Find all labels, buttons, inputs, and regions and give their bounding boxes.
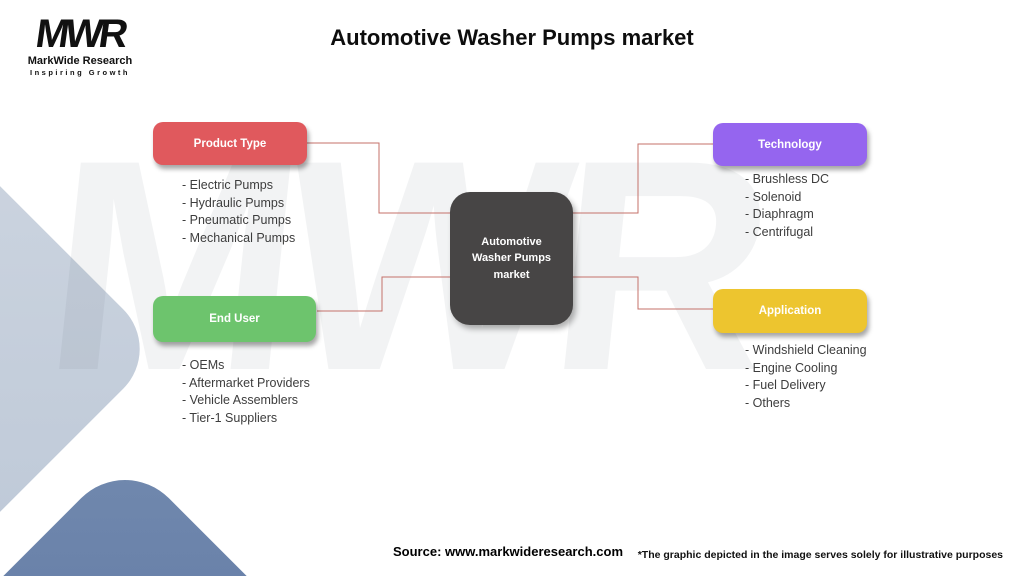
list-item: - Brushless DC [745, 172, 830, 186]
branch-box-product-type: Product Type [153, 122, 307, 165]
list-item: - Windshield Cleaning [745, 343, 867, 357]
source-text: Source: www.markwideresearch.com [393, 544, 624, 559]
list-item: - Hydraulic Pumps [182, 195, 285, 210]
branch-box-end-user: End User [153, 296, 316, 342]
list-item: - Engine Cooling [745, 360, 838, 375]
disclaimer-text: *The graphic depicted in the image serve… [637, 549, 1003, 561]
branch-box-application: Application [713, 289, 867, 333]
logo-tagline: Inspiring Growth [30, 68, 130, 77]
list-item: - Others [745, 395, 791, 410]
branch-box-technology: Technology [713, 123, 867, 166]
list-item: - Diaphragm [745, 207, 814, 222]
list-item: - Electric Pumps [182, 178, 273, 192]
page-title: Automotive Washer Pumps market [330, 25, 694, 50]
list-item: - Pneumatic Pumps [182, 213, 292, 228]
branch-label-end-user: End User [209, 313, 260, 325]
list-item: - OEMs [182, 358, 225, 372]
decor-diamond-blue [0, 454, 411, 576]
list-item: - Tier-1 Suppliers [182, 410, 278, 425]
branch-label-application: Application [758, 305, 822, 317]
list-item: - Centrifugal [745, 224, 814, 239]
center-node: Automotive Washer Pumps market [450, 192, 573, 325]
logo: MWR MarkWide Research Inspiring Growth [20, 12, 140, 77]
branch-label-product-type: Product Type [193, 137, 267, 150]
branch-list-product-type: - Electric Pumps - Hydraulic Pumps - Pneum… [182, 177, 295, 247]
list-item: - Fuel Delivery [745, 378, 826, 393]
branch-list-end-user: - OEMs - Aftermarket Providers - Vehicle A… [182, 357, 310, 427]
logo-name: MarkWide Research [27, 55, 133, 67]
list-item: - Aftermarket Providers [182, 375, 310, 390]
branch-list-technology: - Brushless DC - Solenoid - Diaphragm - Cen… [745, 171, 829, 241]
branch-label-technology: Technology [758, 138, 822, 151]
center-node-label: Automotive Washer Pumps market [471, 235, 552, 281]
branch-list-application: - Windshield Cleaning - Engine Cooling - F… [745, 342, 867, 412]
list-item: - Vehicle Assemblers [182, 393, 299, 408]
list-item: - Solenoid [745, 189, 802, 204]
list-item: - Mechanical Pumps [182, 230, 296, 245]
